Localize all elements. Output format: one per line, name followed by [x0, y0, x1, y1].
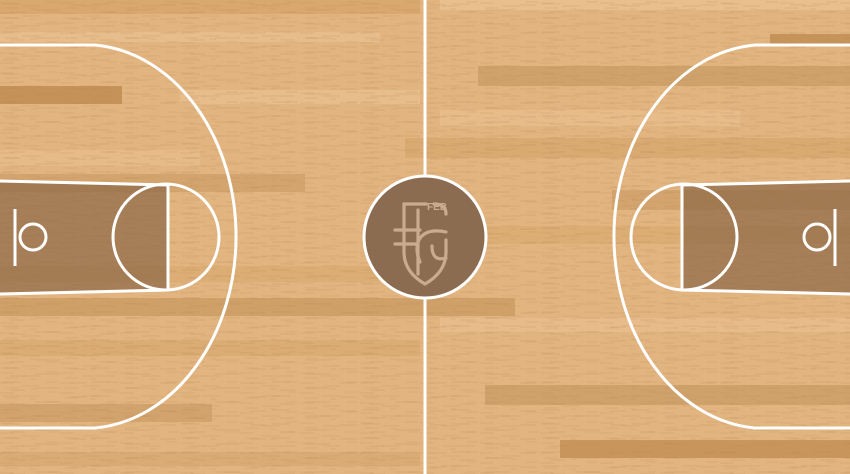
feb-logo-icon [393, 202, 448, 286]
left-key-outline [0, 179, 170, 296]
center-circle [362, 174, 488, 300]
left-paint-area [0, 181, 168, 294]
right-hoop [802, 222, 832, 252]
left-hoop [18, 222, 48, 252]
left-free-throw-circle [111, 182, 221, 292]
right-paint-area [682, 181, 850, 294]
right-key-outline [680, 179, 850, 296]
logo-text: FEB [427, 202, 447, 213]
left-three-point-line [0, 43, 238, 430]
right-three-point-line [612, 43, 850, 430]
right-free-throw-circle [629, 182, 739, 292]
